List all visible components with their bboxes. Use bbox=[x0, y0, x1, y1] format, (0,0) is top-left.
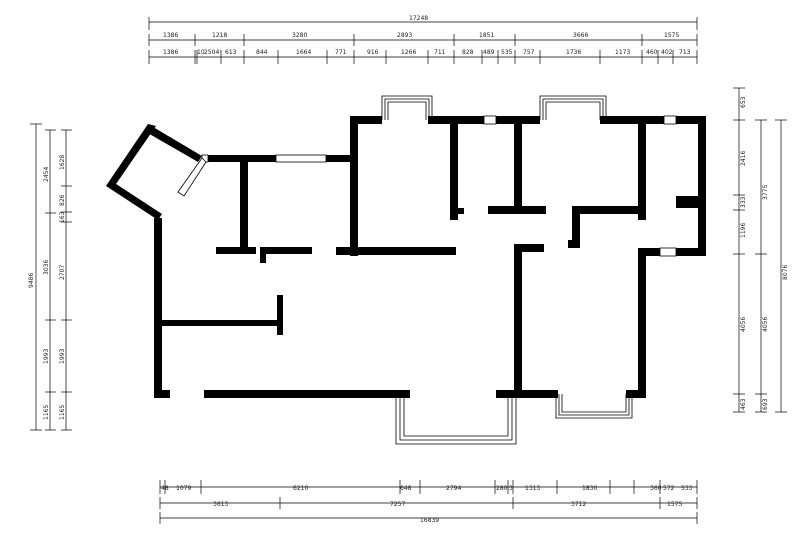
left-outer-label-3: 1993 bbox=[43, 349, 50, 364]
top-row2-label-3: 2504 bbox=[204, 49, 219, 56]
left-total-label: 9486 bbox=[28, 273, 35, 288]
left-inner-label-3: 163 bbox=[59, 211, 66, 223]
bottom-row1-label-8: 1313 bbox=[525, 485, 540, 492]
top-row2-label-1: 1386 bbox=[163, 49, 178, 56]
bottom-row2-label-4: 1575 bbox=[667, 501, 682, 508]
top-row2-label-15: 1736 bbox=[566, 49, 581, 56]
top-row1-label-3: 3280 bbox=[292, 32, 307, 39]
bottom-row2-label-1: 3613 bbox=[213, 501, 228, 508]
bottom-row1-label-7: 3 bbox=[509, 485, 513, 492]
right-dimensions: 653 2416 333 1196 4056 463 3775 4056 693… bbox=[733, 87, 789, 413]
bottom-row2-label-2: 7257 bbox=[390, 501, 405, 508]
left-inner-label-5: 1993 bbox=[59, 349, 66, 364]
walls bbox=[106, 116, 706, 398]
top-row1-label-7: 1575 bbox=[664, 32, 679, 39]
top-row1-label-5: 1851 bbox=[479, 32, 494, 39]
top-row1-label-1: 1386 bbox=[163, 32, 178, 39]
right-inner-label-2: 2416 bbox=[740, 151, 747, 166]
bottom-row1-label-5: 2794 bbox=[446, 485, 461, 492]
left-inner-label-2: 826 bbox=[59, 194, 66, 206]
top-row2-label-17: 460 bbox=[646, 49, 658, 56]
top-row2-label-11: 828 bbox=[462, 49, 474, 56]
right-inner-label-6: 463 bbox=[740, 398, 747, 410]
bottom-row1-label-10: 360 bbox=[650, 485, 662, 492]
right-outer-label-3: 693 bbox=[762, 398, 769, 410]
bottom-dimensions: 48 1079 6210 648 2794 280 3 1313 1830 36… bbox=[159, 480, 698, 524]
top-row2-label-19: 713 bbox=[679, 49, 691, 56]
top-row2-label-9: 1266 bbox=[401, 49, 416, 56]
top-row2-label-5: 844 bbox=[256, 49, 268, 56]
bottom-row1-label-3: 6210 bbox=[293, 485, 308, 492]
bottom-row1-label-12: 533 bbox=[681, 485, 693, 492]
left-inner-label-1: 1628 bbox=[59, 155, 66, 170]
left-inner-label-6: 1165 bbox=[59, 405, 66, 420]
top-row2-label-8: 916 bbox=[367, 49, 379, 56]
top-row2-label-6: 1664 bbox=[296, 49, 311, 56]
top-row2-label-14: 757 bbox=[523, 49, 535, 56]
top-row2-label-18: 402 bbox=[661, 49, 673, 56]
top-row2-label-13: 535 bbox=[501, 49, 513, 56]
windows bbox=[177, 115, 677, 257]
right-outer-label-2: 4056 bbox=[762, 317, 769, 332]
top-total-label: 17248 bbox=[409, 15, 428, 22]
right-inner-label-3: 333 bbox=[740, 196, 747, 208]
top-row2-label-2: 10 bbox=[197, 49, 205, 56]
right-outer-label-1: 3775 bbox=[762, 185, 769, 200]
left-outer-label-2: 3036 bbox=[43, 260, 50, 275]
top-dimensions: 17248 1386 1218 3280 2893 1851 3666 1575 bbox=[148, 15, 698, 64]
bottom-row2-label-3: 3712 bbox=[571, 501, 586, 508]
top-row2-label-4: 613 bbox=[225, 49, 237, 56]
top-row2-label-7: 771 bbox=[335, 49, 347, 56]
bottom-row1-label-1: 48 bbox=[161, 485, 169, 492]
top-row2-label-10: 711 bbox=[434, 49, 446, 56]
right-inner-label-5: 4056 bbox=[740, 317, 747, 332]
top-row1-label-4: 2893 bbox=[397, 32, 412, 39]
right-inner-label-4: 1196 bbox=[740, 223, 747, 238]
bottom-row1-label-9: 1830 bbox=[582, 485, 597, 492]
right-inner-label-1: 653 bbox=[740, 96, 747, 108]
left-inner-label-4: 2707 bbox=[59, 265, 66, 280]
bottom-row1-label-4: 648 bbox=[400, 485, 412, 492]
bottom-row1-label-6: 280 bbox=[496, 485, 508, 492]
top-row2-label-12: 489 bbox=[483, 49, 495, 56]
right-total-label: 8076 bbox=[782, 265, 789, 280]
bottom-total-label: 16839 bbox=[420, 517, 439, 524]
left-dimensions: 9486 2454 3036 1993 1165 1628 826 163 27… bbox=[28, 123, 72, 431]
top-row1-label-2: 1218 bbox=[212, 32, 227, 39]
bottom-row1-label-11: 572 bbox=[663, 485, 675, 492]
left-outer-label-4: 1165 bbox=[43, 405, 50, 420]
top-row2-label-16: 1173 bbox=[615, 49, 630, 56]
bay-windows bbox=[381, 95, 633, 445]
bottom-row1-label-2: 1079 bbox=[176, 485, 191, 492]
left-outer-label-1: 2454 bbox=[43, 167, 50, 182]
top-row1-label-6: 3666 bbox=[573, 32, 588, 39]
